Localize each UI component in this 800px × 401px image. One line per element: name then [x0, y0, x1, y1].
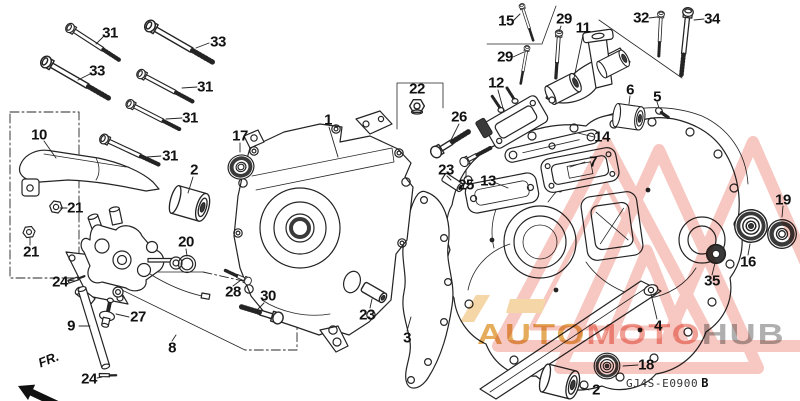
bushing-6-drawing — [610, 102, 647, 132]
watermark-logo — [460, 136, 800, 374]
watermark-segment: AUTO — [477, 317, 587, 351]
oil-pump-mount-plate-drawing — [475, 86, 549, 149]
clip-24b-drawing — [97, 371, 118, 380]
reed-valve-gasket-drawing — [464, 172, 540, 214]
bolts-drawing — [39, 1, 694, 329]
watermark-segment: HUB — [701, 317, 786, 351]
diagram-code-text: GJ4S-E0900 — [626, 377, 699, 390]
nut-21b-drawing — [21, 225, 37, 239]
diagram-code-suffix: B — [701, 376, 710, 390]
engine-hanger-bracket-drawing — [544, 28, 631, 106]
front-direction-arrow — [18, 384, 60, 401]
screw-5-drawing — [654, 107, 670, 120]
crankcase-gasket-drawing — [402, 190, 454, 389]
watermark-segment: MOTO — [586, 317, 702, 351]
flange-bolt-27-drawing — [99, 297, 115, 328]
oil-pump-cover-drawing — [18, 149, 160, 197]
dowel-pin-23a-drawing — [440, 172, 466, 194]
oil-pump-assembly-drawing — [65, 206, 211, 306]
nut-21a-drawing — [48, 199, 64, 215]
stay-plate-drawing — [504, 129, 600, 163]
roller-2a-drawing — [166, 183, 214, 224]
left-crankcase-cover-drawing — [233, 110, 414, 353]
oil-tube-9-drawing — [77, 285, 111, 370]
